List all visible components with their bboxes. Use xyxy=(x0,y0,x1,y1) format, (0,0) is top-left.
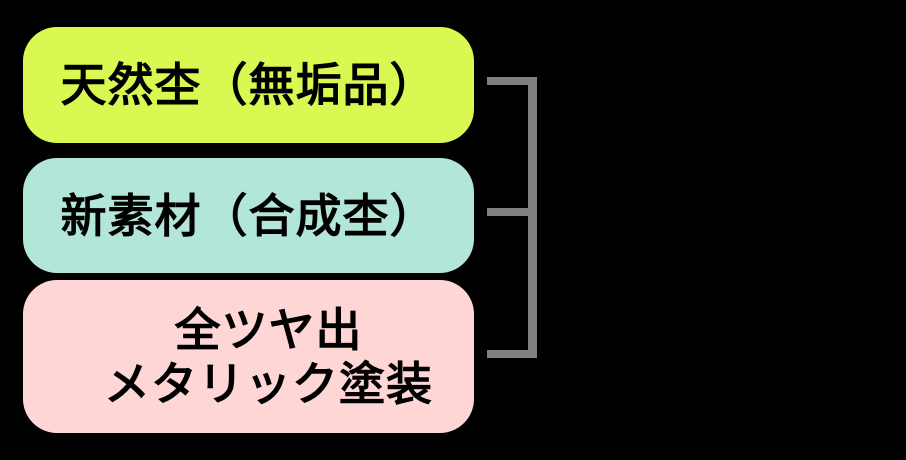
box-metallic-paint: 全ツヤ出 メタリック塗装 xyxy=(23,280,474,433)
box-metallic-paint-line-1: 全ツヤ出 xyxy=(174,303,363,356)
box-new-material-label: 新素材（合成杢） xyxy=(60,189,437,242)
box-natural-wood: 天然杢（無垢品） xyxy=(23,27,474,143)
box-metallic-paint-line-2: メタリック塗装 xyxy=(104,357,433,410)
bracket-arm-middle xyxy=(487,208,531,216)
bracket-arm-bottom xyxy=(487,350,537,358)
bracket-arm-top xyxy=(487,77,537,85)
box-metallic-paint-label: 全ツヤ出 メタリック塗装 xyxy=(104,303,433,411)
bracket-vertical-rail xyxy=(528,77,537,358)
box-natural-wood-label: 天然杢（無垢品） xyxy=(60,59,437,111)
box-new-material: 新素材（合成杢） xyxy=(23,158,474,273)
